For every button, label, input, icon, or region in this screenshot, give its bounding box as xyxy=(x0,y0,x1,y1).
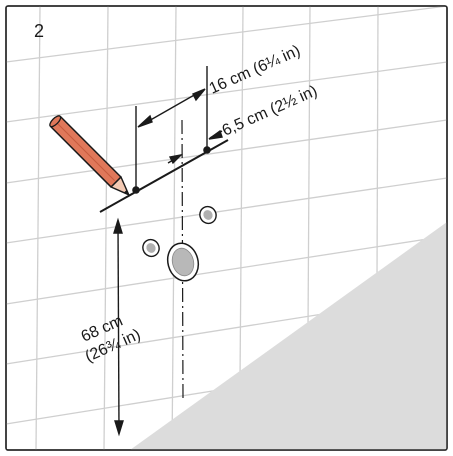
mark-point-left xyxy=(132,186,140,194)
pencil-icon xyxy=(49,115,131,197)
wall-tile-grid xyxy=(5,5,448,451)
step-number: 2 xyxy=(34,21,44,41)
mounting-hole-icon xyxy=(199,205,217,225)
offset-dimension-arrows xyxy=(167,129,223,165)
width-dimension-arrow xyxy=(137,88,206,128)
mounting-hole-icon xyxy=(142,238,160,258)
height-dimension-arrow xyxy=(113,217,124,437)
flush-button-icon xyxy=(166,242,200,282)
floor-area xyxy=(130,222,447,450)
mark-point-right xyxy=(203,146,211,154)
